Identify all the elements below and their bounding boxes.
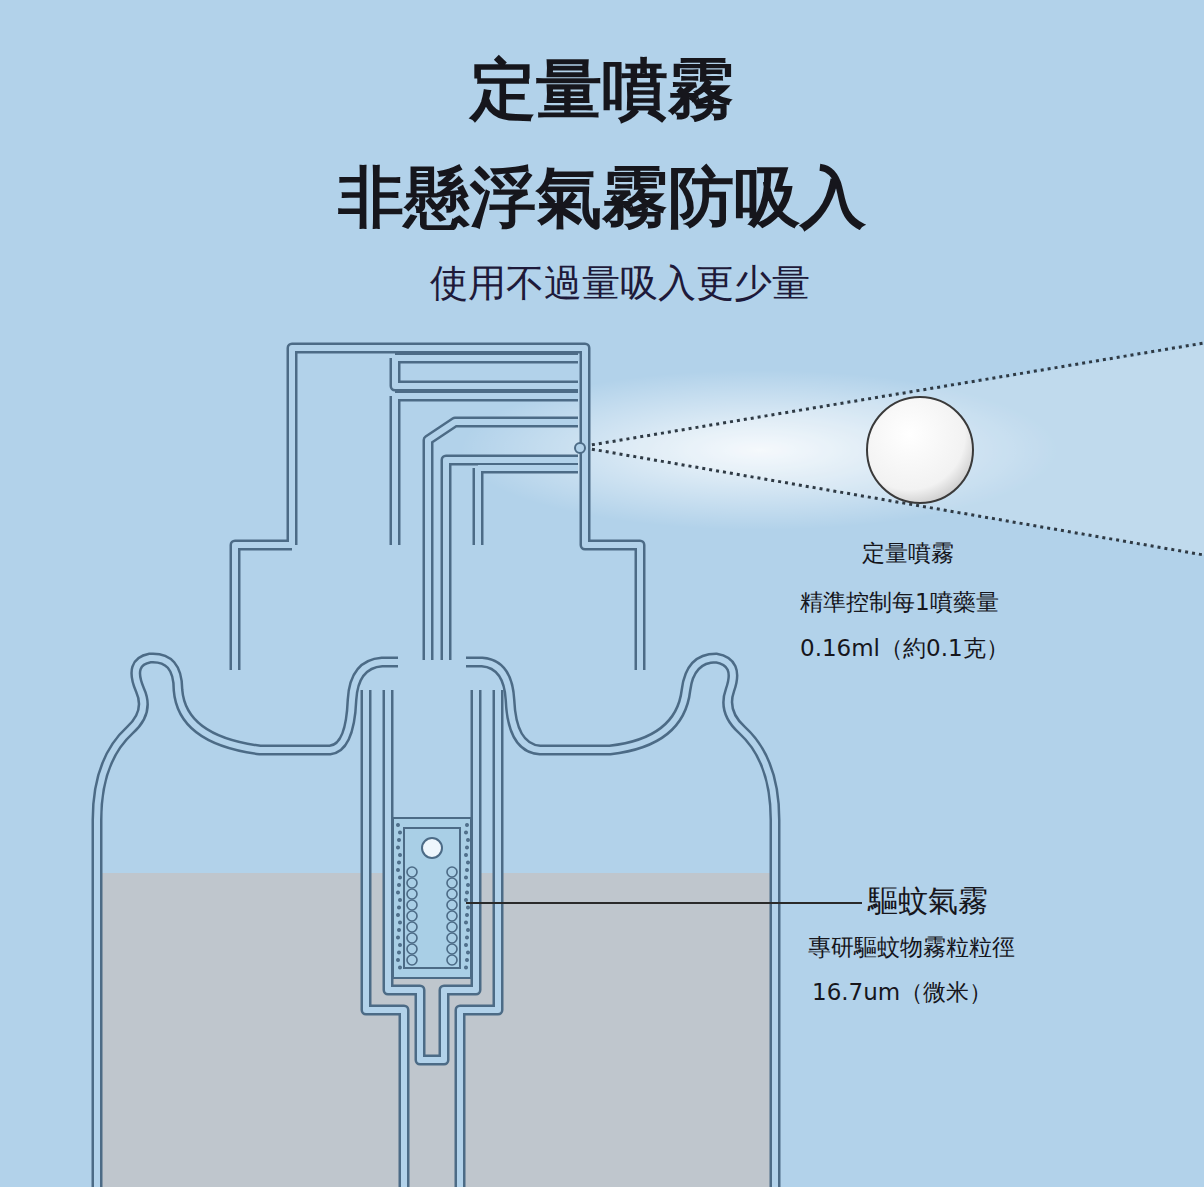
- mist-dot: [465, 944, 467, 946]
- coil-turn: [447, 955, 457, 965]
- mist-dot: [397, 914, 399, 916]
- coil-turn: [407, 867, 417, 877]
- mist-dot: [465, 876, 467, 878]
- callout-text: 專研驅蚊物霧粒粒徑: [808, 934, 1015, 960]
- mist-dot: [466, 914, 468, 916]
- mist-dot: [398, 906, 400, 908]
- callout-heading: 定量噴霧: [862, 540, 954, 566]
- subtitle: 使用不過量吸入更少量: [430, 262, 810, 306]
- mist-dot: [397, 891, 399, 893]
- callout-value: 16.7um（微米）: [812, 979, 992, 1005]
- mist-dot: [466, 846, 468, 848]
- spray-cone: [585, 345, 1204, 555]
- mist-dot: [467, 861, 469, 863]
- mist-dot: [467, 951, 469, 953]
- coil-turn: [407, 911, 417, 921]
- mist-dot: [397, 936, 399, 938]
- mist-dot: [398, 929, 400, 931]
- mist-dot: [467, 839, 469, 841]
- coil-turn: [407, 933, 417, 943]
- mist-dot: [466, 869, 468, 871]
- mist-dot: [399, 944, 401, 946]
- mist-dot: [466, 959, 468, 961]
- bottle-outline: [97, 348, 775, 1187]
- coil-turn: [407, 900, 417, 910]
- mist-dot: [399, 854, 401, 856]
- mist-dot: [465, 921, 467, 923]
- droplet-circle: [867, 397, 973, 503]
- spray-edge: [585, 343, 1204, 555]
- outline-inner: [97, 348, 775, 1187]
- valve-ball: [422, 838, 442, 858]
- coil-turn: [407, 944, 417, 954]
- mist-dot: [466, 824, 468, 826]
- callout-value: 0.16ml（約0.1克）: [800, 635, 1009, 661]
- valve-chamber: [393, 818, 471, 978]
- mist-dot: [398, 839, 400, 841]
- mist-dot: [397, 824, 399, 826]
- spring-coil: [397, 824, 469, 969]
- mist-dot: [466, 891, 468, 893]
- mist-dot: [467, 906, 469, 908]
- coil-turn: [447, 889, 457, 899]
- coil-turn: [447, 878, 457, 888]
- mist-dot: [398, 861, 400, 863]
- mist-dot: [399, 876, 401, 878]
- outline-inner-line: [395, 358, 578, 545]
- title-line: 定量噴霧: [0, 36, 1204, 144]
- coil-turn: [407, 878, 417, 888]
- coil-turn: [447, 911, 457, 921]
- outline-inner-line: [235, 348, 640, 670]
- mist-dot: [467, 929, 469, 931]
- outline-inner-line: [388, 690, 476, 1060]
- mist-dot: [398, 884, 400, 886]
- mist-dot: [465, 831, 467, 833]
- mist-dot: [397, 869, 399, 871]
- outline-inner-line: [428, 422, 578, 660]
- mist-dot: [465, 899, 467, 901]
- mist-dot: [397, 959, 399, 961]
- mist-dot: [398, 951, 400, 953]
- outline-inner-line: [97, 658, 775, 1187]
- coil-turn: [407, 889, 417, 899]
- mist-dot: [466, 936, 468, 938]
- coil-turn: [447, 922, 457, 932]
- coil-turn: [447, 900, 457, 910]
- coil-turn: [447, 944, 457, 954]
- mist-dot: [397, 846, 399, 848]
- mist-dot: [465, 966, 467, 968]
- mist-dot: [399, 831, 401, 833]
- nozzle-hole: [575, 443, 585, 453]
- title-line: 非懸浮氣霧防吸入: [0, 144, 1204, 252]
- mist-dot: [399, 899, 401, 901]
- callout-text: 精準控制每1噴藥量: [800, 589, 999, 615]
- coil-turn: [447, 867, 457, 877]
- coil-turn: [447, 933, 457, 943]
- mist-dot: [399, 921, 401, 923]
- leader-line: [466, 902, 862, 904]
- callout-heading: 驅蚊氣霧: [868, 884, 988, 919]
- mist-dot: [465, 854, 467, 856]
- valve-piston: [404, 828, 460, 968]
- coil-turn: [407, 922, 417, 932]
- coil-turn: [407, 955, 417, 965]
- mist-dot: [399, 966, 401, 968]
- mist-dot: [467, 884, 469, 886]
- title: 定量噴霧 非懸浮氣霧防吸入: [0, 36, 1204, 252]
- outline-inner-line: [366, 690, 498, 1187]
